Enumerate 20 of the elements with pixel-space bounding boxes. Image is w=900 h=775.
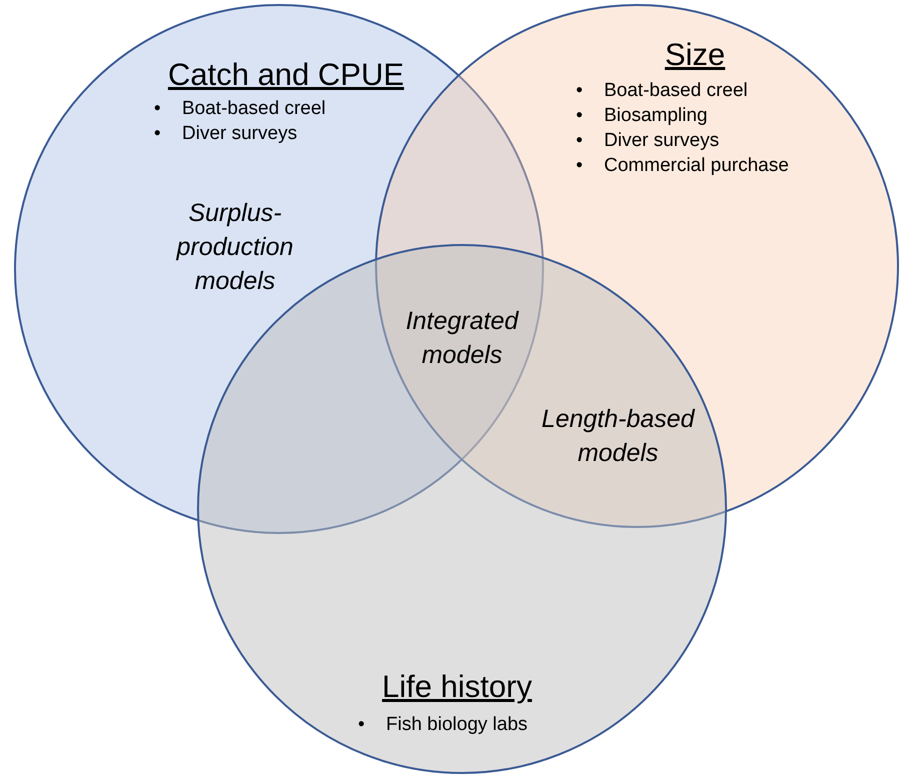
bullet-item: Biosampling — [604, 104, 708, 128]
bullet-marker: • — [357, 713, 366, 737]
bullet-item: Boat-based creel — [182, 97, 326, 121]
region-label: Integrated models — [404, 306, 520, 371]
circle-title: Life history — [381, 668, 533, 706]
bullet-item: Diver surveys — [604, 129, 720, 153]
bullet-item: Fish biology labs — [386, 713, 528, 737]
circle-title: Catch and CPUE — [166, 56, 406, 94]
region-label: Length-based models — [540, 404, 696, 469]
bullet-item: Boat-based creel — [604, 79, 748, 103]
bullet-marker: • — [153, 122, 162, 146]
bullet-marker: • — [575, 79, 584, 103]
bullet-marker: • — [575, 129, 584, 153]
circle-title: Size — [664, 36, 726, 74]
bullet-item: Diver surveys — [182, 122, 298, 146]
bullet-marker: • — [153, 97, 162, 121]
bullet-marker: • — [575, 154, 584, 178]
bullet-item: Commercial purchase — [604, 154, 789, 178]
bullet-marker: • — [575, 104, 584, 128]
region-label: Surplus-production models — [175, 198, 294, 297]
